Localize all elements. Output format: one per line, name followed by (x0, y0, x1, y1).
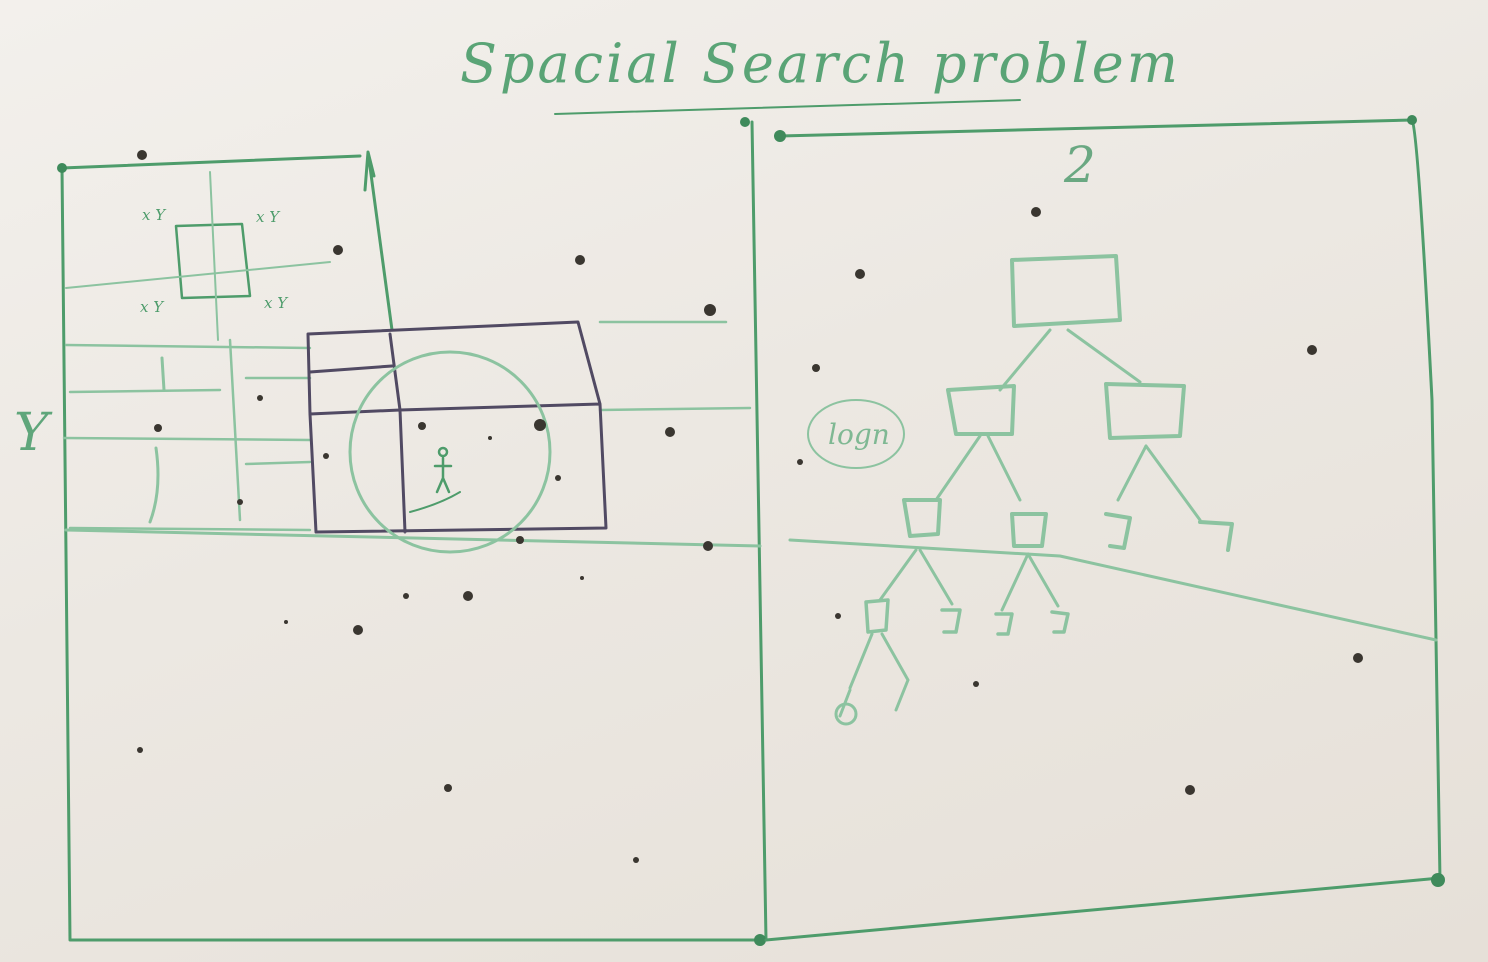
right-panel-number: 2 (1063, 136, 1096, 194)
left-grid-lines (62, 320, 752, 532)
complexity-label: logn (828, 418, 890, 451)
tree-level3-nodes (902, 498, 1234, 552)
tree-root-node (1010, 254, 1122, 328)
left-horizontal-line (64, 528, 762, 548)
corner-dot-right-top (774, 130, 786, 142)
corner-dot-top-center (740, 117, 750, 127)
search-radius-circle (348, 350, 552, 554)
query-person-icon (433, 446, 453, 494)
tree-edges-level3 (878, 548, 1060, 612)
quadtree-cells (306, 320, 608, 534)
tree-edges-level1 (998, 328, 1142, 392)
coordinate-box (174, 222, 252, 300)
corner-dot-top-left (57, 163, 67, 173)
left-vertical-arrow (363, 150, 394, 332)
center-divider (750, 120, 768, 942)
corner-dot-right-top-corner (1407, 115, 1417, 125)
tree-edges-level2 (934, 434, 1202, 522)
tree-leaf-node (834, 702, 858, 726)
corner-label-bottom-right: x Y (264, 294, 289, 312)
tree-level4-nodes (864, 598, 1070, 636)
tree-edges-level4 (838, 632, 910, 718)
right-panel-frame (764, 118, 1442, 942)
corner-label-top-left: x Y (142, 206, 167, 224)
title-underline (554, 99, 1021, 115)
corner-dot-bottom-center (754, 934, 766, 946)
complexity-bubble (807, 399, 905, 469)
corner-label-bottom-left: x Y (140, 298, 165, 316)
left-short-strokes (148, 356, 166, 524)
corner-label-top-right: x Y (256, 208, 281, 226)
left-panel-frame (60, 154, 762, 942)
tree-node-right (1104, 382, 1186, 440)
right-horizontal-line (788, 538, 1438, 642)
board-title: Spacial Search problem (460, 32, 1181, 95)
data-points (137, 150, 1363, 863)
y-axis-label: Y (14, 403, 53, 463)
tree-node-left (946, 384, 1016, 436)
pointer-curve (409, 491, 461, 513)
corner-dot-right-bottom (1431, 873, 1445, 887)
coordinate-grid-lines (65, 171, 331, 341)
